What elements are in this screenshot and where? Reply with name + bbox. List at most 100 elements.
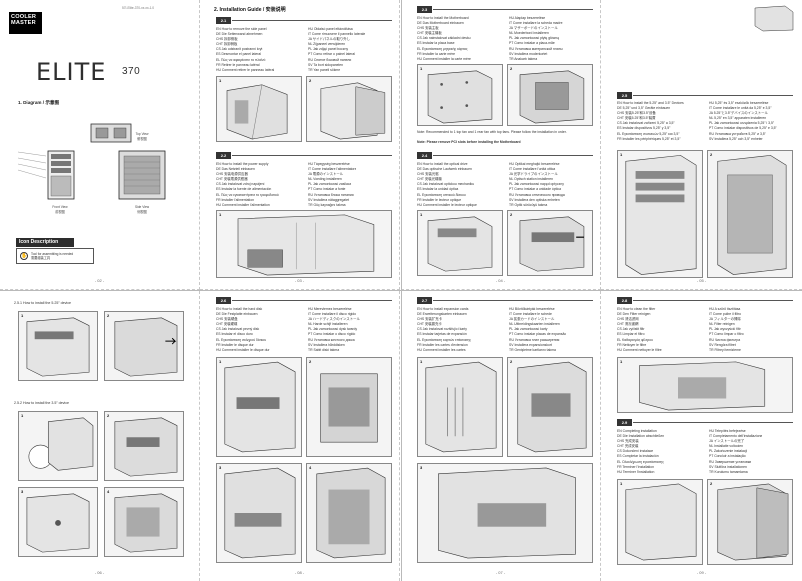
language-line: EL Εγκατάσταση μητρικής κάρτας bbox=[417, 46, 468, 51]
step-figure-psu: 1 bbox=[216, 210, 392, 278]
language-line: PT Como instalar a placa-mãe bbox=[509, 41, 555, 46]
language-line: CHS 安装主板 bbox=[417, 26, 439, 31]
fold-line-horizontal bbox=[0, 290, 802, 291]
language-line: HU Comment nettoyer le filtre bbox=[617, 347, 662, 352]
language-line: HU Oldalsó panel eltávolítása bbox=[308, 27, 353, 31]
language-line: ES Desmontar el panel lateral bbox=[216, 52, 262, 57]
language-line: FR Nettoyer le filtre bbox=[617, 342, 647, 347]
figure-number: 1 bbox=[420, 359, 423, 364]
icon-description-heading: Icon Description bbox=[16, 238, 74, 247]
page-6: 2.5.1 How to install the 5.25" device 1 … bbox=[0, 291, 200, 581]
figure-number: 2 bbox=[107, 413, 110, 418]
language-line: PL Jak wyczyścić filtr bbox=[709, 327, 741, 332]
sub-title-3-5: 2.5.2 How to install the 3.5" device bbox=[14, 401, 70, 405]
language-line: EN How to install the hard disk bbox=[216, 307, 263, 311]
language-line: IT Come installare l'unità ottica bbox=[509, 167, 556, 172]
figure-number: 2 bbox=[107, 313, 110, 318]
language-line: RU Установка оптического привода bbox=[509, 192, 565, 197]
page-number: - 04 - bbox=[495, 278, 506, 283]
divider bbox=[433, 300, 593, 301]
language-line: NL Moederbord installeren bbox=[509, 31, 549, 36]
language-line: HU Tápegység beszerelése bbox=[308, 162, 350, 166]
language-line: NL Optisch station installeren bbox=[509, 177, 553, 182]
step-figure-card-3: 3 bbox=[417, 463, 593, 563]
step-figure-hdd-2: 2 bbox=[306, 357, 392, 457]
language-line: PT Como instalar dispositivos de 5,25" e… bbox=[709, 126, 777, 131]
case-open-drawing bbox=[226, 84, 288, 140]
filter-drawing bbox=[639, 361, 766, 411]
figure-number: 1 bbox=[219, 78, 222, 83]
language-line: EN How to install the Motherboard bbox=[417, 16, 469, 20]
language-line: FR Installer les périphériques 5,25" et … bbox=[617, 136, 681, 141]
divider bbox=[633, 300, 793, 301]
language-line: CHT 安裝5.25"和3.5"裝置 bbox=[617, 116, 656, 121]
section-tag-2-1: 2.1 bbox=[216, 17, 231, 24]
language-line: RU Установка блока питания bbox=[308, 192, 354, 197]
diagram-title: 1. Diagram / 示意图 bbox=[18, 100, 60, 105]
section-tag-2-9: 2.9 bbox=[617, 419, 632, 426]
section-tag-2-7: 2.7 bbox=[417, 297, 432, 304]
language-line: FR Installer les cartes d'extension bbox=[417, 342, 468, 347]
language-line: EL Καθαρισμός φίλτρου bbox=[617, 337, 653, 342]
page-number: - 06 - bbox=[94, 570, 105, 575]
language-line: TR Kurulumu tamamlama bbox=[709, 469, 748, 474]
figure-number: 2 bbox=[710, 152, 713, 157]
language-line: RU Чистка фильтра bbox=[709, 337, 741, 342]
figure-number: 3 bbox=[219, 465, 222, 470]
optical-drive-insert-drawing bbox=[519, 216, 585, 272]
language-line: IT Come pulire il filtro bbox=[709, 312, 741, 317]
language-line: HU A szűrő tisztítása bbox=[709, 307, 741, 311]
language-line: RU Установка устройств 5,25" и 3,5" bbox=[709, 131, 766, 136]
section-tag-2-8: 2.8 bbox=[617, 297, 632, 304]
language-line: EN How to install expansion cards bbox=[417, 307, 469, 311]
language-line: CHT 安裝硬碟 bbox=[216, 322, 238, 327]
front-view-label: Front View 前视图 bbox=[40, 205, 80, 214]
top-view-caption: Top View bbox=[135, 132, 149, 136]
language-line: RU Установка материнской платы bbox=[509, 46, 563, 51]
language-line: TR Yan paneli sökme bbox=[308, 67, 341, 72]
divider bbox=[433, 9, 593, 10]
language-line: CS Jak instalovat rozšiřující karty bbox=[417, 327, 467, 332]
front-view-caption-sub: 前视图 bbox=[55, 210, 65, 214]
drive-35-done-drawing bbox=[114, 493, 178, 553]
language-line: RU Установка жесткого диска bbox=[308, 337, 355, 342]
language-line: EL Εγκατάσταση οπτικού δίσκου bbox=[417, 192, 466, 197]
language-line: PT Como limpar o filtro bbox=[709, 332, 744, 337]
language-line: IT Come rimuovere il pannello laterale bbox=[308, 32, 366, 37]
language-line: FR Installer le lecteur optique bbox=[417, 197, 462, 202]
doc-code: 57I-Elite-370-xx-xx-1.0 bbox=[122, 6, 155, 10]
motherboard-screws-drawing bbox=[519, 70, 585, 124]
language-line: JA サイドパネルの取り外し bbox=[308, 37, 351, 42]
step-figure-hdd-3: 3 bbox=[216, 463, 302, 563]
language-line: CHT 安裝主機板 bbox=[417, 31, 442, 36]
language-line: JA インストールの完了 bbox=[709, 439, 745, 444]
language-line: HU Comment installer le lecteur optique bbox=[417, 202, 477, 207]
divider bbox=[633, 95, 793, 96]
section-tag-2-3: 2.3 bbox=[417, 6, 432, 13]
card-insert-drawing bbox=[517, 361, 587, 453]
step-figure-filter: 1 bbox=[617, 357, 793, 413]
language-line: SV Installera expansionskort bbox=[509, 342, 552, 347]
language-line: NL Harde schijf installeren bbox=[308, 322, 348, 327]
page-5: 2.5 EN How to install the 5.25" and 3.5"… bbox=[601, 0, 802, 290]
figure-number: 1 bbox=[420, 212, 423, 217]
language-line: SV Installera moderkortet bbox=[509, 51, 548, 56]
language-line: ES Instalar la placa base bbox=[417, 41, 455, 46]
language-line: ES Limpiar el filtro bbox=[617, 332, 645, 337]
language-line: JA ハードディスクのインストール bbox=[308, 317, 360, 322]
figure-number: 2 bbox=[309, 78, 312, 83]
language-line: CS Dokončení instalace bbox=[617, 449, 654, 454]
language-line: HU Telepítés befejezése bbox=[709, 429, 746, 433]
step-figure-hdd-1: 1 bbox=[216, 357, 302, 457]
language-line: FR Installer l'alimentation bbox=[216, 197, 254, 202]
side-view-figure bbox=[118, 150, 166, 200]
